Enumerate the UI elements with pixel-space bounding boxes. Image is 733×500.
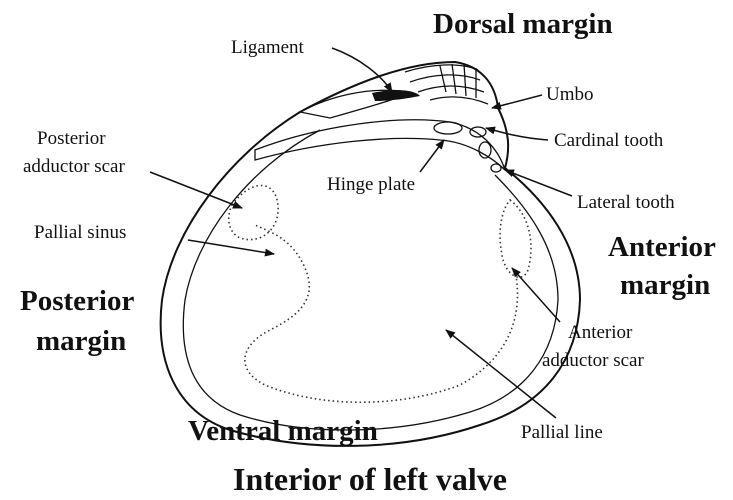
posterior-adductor-scar-label-line2: adductor scar: [23, 156, 125, 177]
ligament-dark: [372, 90, 420, 101]
cardinal-tooth-leader: [486, 128, 548, 140]
pallial-line-label: Pallial line: [521, 422, 603, 443]
posterior-margin-label-line1: Posterior: [20, 285, 134, 317]
posterior-adductor-scar-label-line1: Posterior: [37, 128, 106, 149]
hinge-plate-leader: [420, 140, 444, 172]
umbo-striations: [405, 64, 488, 104]
hinge-plate-label: Hinge plate: [327, 174, 415, 195]
figure-title: Interior of left valve: [233, 461, 507, 497]
posterior-adductor-scar-leader: [150, 172, 242, 208]
hinge-plate-shape: [255, 120, 505, 170]
ventral-margin-label: Ventral margin: [188, 415, 378, 447]
pallial-sinus-label: Pallial sinus: [34, 222, 126, 243]
lateral-tooth-shape: [491, 164, 501, 172]
shell-illustration: [161, 62, 580, 446]
anterior-margin-label-line2: margin: [620, 269, 710, 301]
leader-lines: [150, 48, 572, 418]
lateral-tooth-label: Lateral tooth: [577, 192, 675, 213]
anterior-adductor-scar-label-line1: Anterior: [568, 322, 633, 343]
anterior-margin-label-line1: Anterior: [608, 231, 716, 263]
posterior-adductor-scar-shape: [229, 185, 278, 239]
pallial-line-shape: [245, 225, 518, 402]
pallial-line-leader: [446, 330, 556, 418]
cardinal-socket: [479, 142, 491, 158]
cardinal-tooth-shape-2: [470, 127, 486, 137]
cardinal-tooth-shape: [434, 122, 462, 134]
lateral-tooth-leader: [505, 170, 572, 196]
anterior-adductor-scar-label-line2: adductor scar: [542, 350, 644, 371]
posterior-margin-label-line2: margin: [36, 325, 126, 357]
anterior-adductor-scar-leader: [512, 268, 560, 322]
umbo-label: Umbo: [546, 84, 594, 105]
umbo-leader: [492, 95, 542, 108]
ligament-label: Ligament: [231, 37, 305, 58]
dorsal-margin-label: Dorsal margin: [433, 8, 613, 40]
valve-outline: [161, 62, 580, 446]
ligament-leader: [332, 48, 392, 92]
cardinal-tooth-label: Cardinal tooth: [554, 130, 664, 151]
